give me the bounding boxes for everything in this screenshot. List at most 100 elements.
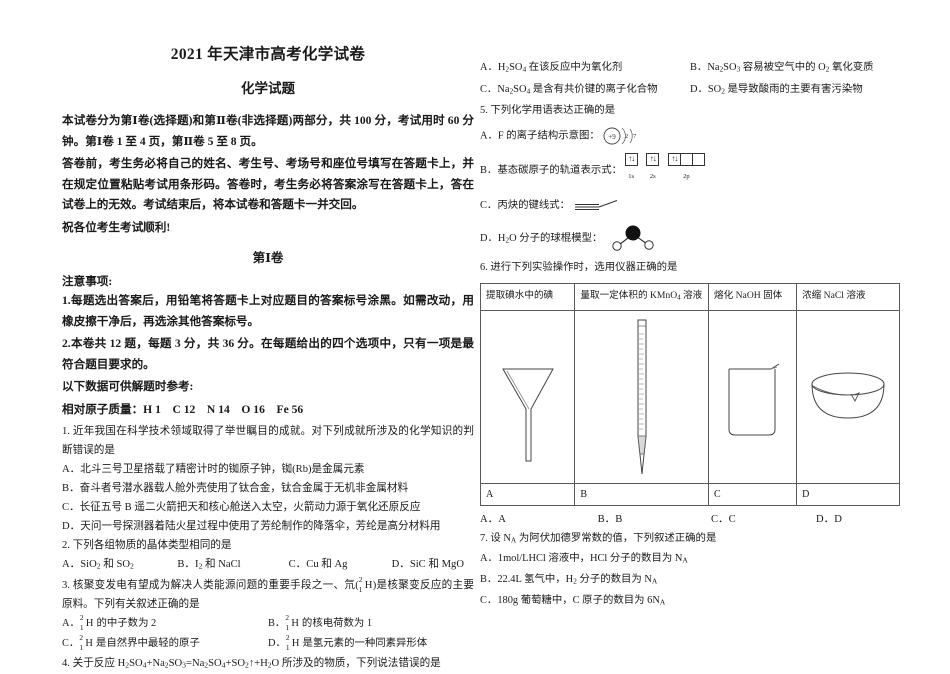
figure-cell-funnel bbox=[479, 309, 576, 484]
question-7-option-b: B．22.4L 氢气中，H2 分子的数目为 NA bbox=[480, 574, 658, 586]
question-4-number: 4. bbox=[62, 657, 70, 669]
table-label-d: D bbox=[796, 482, 900, 506]
notice-item-1: 1.每题选出答案后，用铅笔将答题卡上对应题目的答案标号涂黑。如需改动，用橡皮擦干… bbox=[62, 294, 474, 328]
question-5: 5. 下列化学用语表达正确的是 bbox=[480, 101, 900, 120]
question-6-answer-options: A．A B．B C．C D．D bbox=[480, 510, 900, 529]
table-label-b: B bbox=[574, 482, 710, 506]
question-2-option-a: A．SiO2 和 SO2 bbox=[62, 559, 134, 571]
question-2-option-b: B．I2 和 NaCl bbox=[177, 559, 241, 571]
question-4-option-b: B．Na2SO3 容易被空气中的 O2 氧化变质 bbox=[690, 62, 874, 74]
question-2-option-c: C．Cu 和 Ag bbox=[288, 559, 348, 570]
question-5-option-d: D．H2O 分子的球棍模型： bbox=[480, 225, 900, 251]
notice-item-2: 2.本卷共 12 题，每题 3 分，共 36 分。在每题给出的四个选项中，只有一… bbox=[62, 337, 474, 371]
question-7-stem: 设 NA 为阿伏加德罗常数的值，下列叙述正确的是 bbox=[490, 532, 717, 545]
table-label-c: C bbox=[708, 482, 798, 506]
question-7-option-a: A．1mol/LHCl 溶液中，HCl 分子的数目为 NA bbox=[480, 553, 688, 566]
figure-cell-burette bbox=[574, 309, 710, 484]
intro-paragraph-2: 答卷前，考生务必将自己的姓名、考生号、考场号和座位号填写在答题卡上，并在规定位置… bbox=[62, 157, 474, 211]
question-6-option-d: D．D bbox=[815, 513, 842, 525]
question-5-option-c: C．丙炔的键线式： bbox=[480, 196, 900, 215]
figure-cell-beaker bbox=[708, 309, 798, 484]
orbital-2p: ↑↓ 2p bbox=[667, 153, 705, 186]
question-2-options: A．SiO2 和 SO2 B．I2 和 NaCl C．Cu 和 Ag D．SiC… bbox=[62, 555, 474, 576]
question-2-stem: 下列各组物质的晶体类型相同的是 bbox=[72, 540, 232, 551]
table-header-melt-naoh: 熔化 NaOH 固体 bbox=[708, 283, 798, 311]
question-2-number: 2. bbox=[62, 540, 70, 551]
orbital-diagram-icon: ↑↓ 1s ↑↓ 2s ↑↓ 2p bbox=[624, 153, 711, 186]
burette-icon bbox=[637, 319, 647, 475]
table-row-headers: 提取碘水中的碘 量取一定体积的 KMnO4 溶液 熔化 NaOH 固体 浓缩 N… bbox=[479, 283, 900, 311]
question-5-number: 5. bbox=[480, 105, 488, 117]
ion-charge-label: +9 bbox=[609, 133, 617, 141]
question-2: 2. 下列各组物质的晶体类型相同的是 bbox=[62, 536, 474, 555]
question-2-option-d: D．SiC 和 MgO bbox=[391, 559, 465, 570]
orbital-2s: ↑↓ 2s bbox=[646, 153, 660, 186]
question-4-option-d: D．SO2 是导致酸雨的主要有害污染物 bbox=[690, 83, 863, 96]
intro-paragraph-3: 祝各位考生考试顺利! bbox=[62, 220, 171, 234]
left-column: 2021 年天津市高考化学试卷 化学试题 本试卷分为第Ⅰ卷(选择题)和第Ⅱ卷(非… bbox=[62, 0, 474, 674]
beaker-icon bbox=[728, 363, 779, 436]
orbital-2p-label: 2p bbox=[683, 173, 690, 181]
orbital-1s-label: 1s bbox=[628, 173, 635, 181]
question-3-number: 3. bbox=[62, 579, 70, 591]
table-header-extract-iodine: 提取碘水中的碘 bbox=[479, 283, 576, 311]
page-subtitle: 化学试题 bbox=[241, 81, 295, 96]
table-header-concentrate-nacl: 浓缩 NaCl 溶液 bbox=[796, 283, 900, 311]
question-1-option-b: B．奋斗者号潜水器载人舱外壳使用了钛合金，钛合金属于无机非金属材料 bbox=[62, 483, 409, 494]
question-7-number: 7. bbox=[480, 532, 488, 544]
section-heading-volume-1: 第Ⅰ卷 bbox=[252, 251, 284, 265]
question-7-option-c: C．180g 葡萄糖中，C 原子的数目为 6NA bbox=[480, 594, 666, 607]
question-5-option-b: B．基态碳原子的轨道表示式： ↑↓ 1s ↑↓ 2s ↑↓ bbox=[480, 153, 900, 187]
question-4-stem: 关于反应 H2SO4+Na2SO3=Na2SO4+SO2↑+H2O 所涉及的物质… bbox=[72, 657, 441, 670]
question-4-option-c: C．Na2SO4 是含有共价键的离子化合物 bbox=[480, 83, 658, 96]
right-column: A．H2SO4 在该反应中为氧化剂 B．Na2SO3 容易被空气中的 O2 氧化… bbox=[479, 0, 900, 611]
question-6: 6. 进行下列实验操作时，选用仪器正确的是 bbox=[480, 258, 900, 277]
question-5-stem: 下列化学用语表达正确的是 bbox=[490, 105, 616, 117]
question-6-number: 6. bbox=[480, 262, 488, 274]
question-1-option-d: D．天问一号探测器着陆火星过程中使用了芳纶制作的降落伞，芳纶是高分材料用 bbox=[62, 521, 441, 532]
question-5-option-a: A．F 的离子结构示意图： +9 2 7 bbox=[480, 126, 900, 146]
question-6-option-c: C．C bbox=[710, 513, 736, 525]
question-7: 7. 设 NA 为阿伏加德罗常数的值，下列叙述正确的是 bbox=[480, 529, 900, 550]
water-ball-stick-model-icon bbox=[605, 225, 661, 251]
question-1-option-c: C．长征五号 B 遥二火箭把天和核心舱送入太空，火箭动力源于氧化还原反应 bbox=[62, 502, 421, 513]
fluoride-ion-structure-icon: +9 2 7 bbox=[602, 126, 650, 146]
question-4-options-row-1: A．H2SO4 在该反应中为氧化剂 B．Na2SO3 容易被空气中的 O2 氧化… bbox=[480, 58, 900, 80]
atomic-masses: 相对原子质量：H 1 C 12 N 14 O 16 Fe 56 bbox=[62, 402, 304, 416]
equipment-table: 提取碘水中的碘 量取一定体积的 KMnO4 溶液 熔化 NaOH 固体 浓缩 N… bbox=[479, 283, 900, 506]
notice-heading: 注意事项: bbox=[62, 275, 113, 288]
question-6-option-a: A．A bbox=[480, 513, 506, 525]
question-1-stem: 近年我国在科学技术领域取得了举世瞩目的成就。对下列成就所涉及的化学知识的判断错误… bbox=[62, 426, 474, 456]
evaporating-dish-icon bbox=[811, 372, 885, 419]
question-6-stem: 进行下列实验操作时，选用仪器正确的是 bbox=[490, 262, 678, 274]
svg-text:2: 2 bbox=[625, 133, 628, 140]
svg-text:7: 7 bbox=[633, 133, 637, 140]
question-1: 1. 近年我国在科学技术领域取得了举世瞩目的成就。对下列成就所涉及的化学知识的判… bbox=[62, 422, 474, 460]
figure-cell-evaporating-dish bbox=[796, 309, 900, 484]
question-4-option-a: A．H2SO4 在该反应中为氧化剂 bbox=[480, 62, 623, 74]
orbital-2s-label: 2s bbox=[649, 173, 656, 181]
question-1-number: 1. bbox=[62, 426, 70, 437]
question-6-option-b: B．B bbox=[597, 513, 623, 525]
question-4-options-row-2: C．Na2SO4 是含有共价键的离子化合物 D．SO2 是导致酸雨的主要有害污染… bbox=[480, 80, 900, 102]
table-row-figures bbox=[479, 309, 900, 484]
page-title: 2021 年天津市高考化学试卷 bbox=[170, 46, 366, 63]
propyne-skeletal-formula-icon bbox=[573, 199, 625, 213]
question-4: 4. 关于反应 H2SO4+Na2SO3=Na2SO4+SO2↑+H2O 所涉及… bbox=[62, 654, 474, 674]
intro-paragraph-1: 本试卷分为第Ⅰ卷(选择题)和第Ⅱ卷(非选择题)两部分，共 100 分，考试用时 … bbox=[62, 114, 474, 148]
table-row-labels: A B C D bbox=[479, 482, 900, 506]
data-note: 以下数据可供解题时参考: bbox=[62, 380, 194, 393]
separating-funnel-icon bbox=[501, 368, 554, 462]
question-1-option-a: A．北斗三号卫星搭载了精密计时的铷原子钟，铷(Rb)是金属元素 bbox=[62, 464, 365, 475]
orbital-1s: ↑↓ 1s bbox=[624, 153, 638, 186]
table-header-measure-kmno4: 量取一定体积的 KMnO4 溶液 bbox=[574, 283, 710, 311]
